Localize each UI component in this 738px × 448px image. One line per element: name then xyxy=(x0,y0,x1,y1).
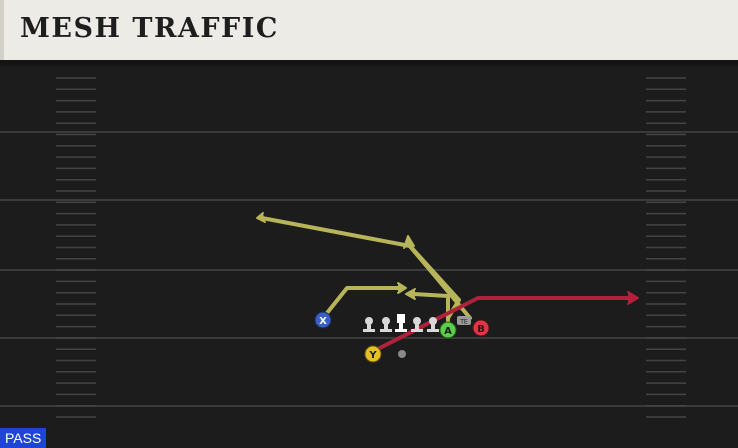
lineman-icon xyxy=(380,317,392,332)
quarterback-dot-icon xyxy=(398,350,406,358)
hash-marks-right xyxy=(646,77,686,418)
tight-end-icon: TE xyxy=(457,316,471,326)
lineman-icon xyxy=(411,317,423,332)
lineman-icon xyxy=(363,317,375,332)
player-x[interactable]: X xyxy=(314,311,332,329)
lineman-icon xyxy=(427,317,439,332)
title-bar: MESH TRAFFIC xyxy=(0,0,738,60)
route-x xyxy=(321,282,407,320)
play-field: TE X Y A B xyxy=(0,77,738,418)
player-a-label: A xyxy=(444,326,452,337)
route-y-highlight xyxy=(370,291,639,354)
player-x-label: X xyxy=(319,316,327,327)
center-icon xyxy=(395,314,407,332)
hash-marks-left xyxy=(56,77,96,418)
player-y[interactable]: Y xyxy=(364,345,382,363)
title-shadow xyxy=(0,60,738,66)
yard-lines xyxy=(0,131,738,407)
offensive-line xyxy=(363,314,439,332)
title-accent xyxy=(0,0,4,60)
play-type-badge: PASS xyxy=(0,428,47,448)
player-b[interactable]: B xyxy=(472,319,490,337)
player-a[interactable]: A xyxy=(439,321,457,339)
play-title: MESH TRAFFIC xyxy=(20,13,279,44)
player-y-label: Y xyxy=(368,350,377,361)
player-b-label: B xyxy=(477,324,485,335)
tight-end-label: TE xyxy=(459,319,468,326)
